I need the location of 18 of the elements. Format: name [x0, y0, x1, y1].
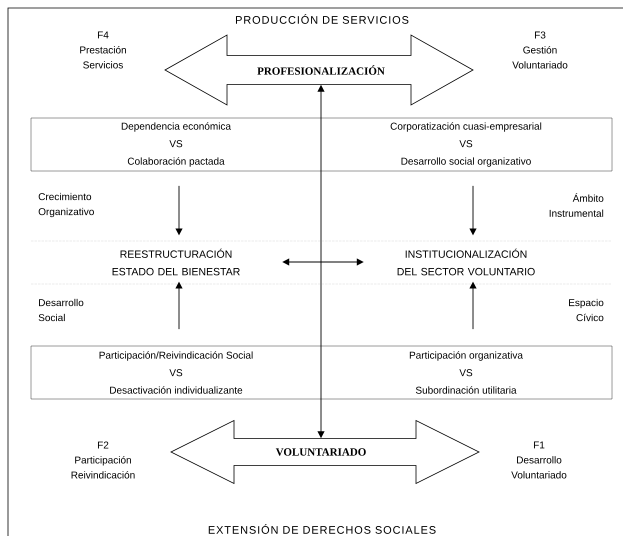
process-label: REESTRUCTURACIÓN ESTADO DEL BIENESTAR [112, 248, 240, 276]
comparison-box [30, 346, 612, 400]
side-label: Espacio Cívico [569, 298, 604, 322]
comparison-text: Participación organizativa VS Subordinación utilitaria [410, 351, 523, 394]
comparison-box [30, 118, 612, 172]
side-label: Ámbito Instrumental [550, 193, 604, 217]
heading: PRODUCCIÓN DE SERVICIOS [236, 14, 408, 24]
comparison-text: Dependencia económica VS Colaboración pactada [122, 122, 232, 167]
comparison-text: Participación/Reivindicación Social VS Desactivación individualizante [100, 351, 253, 394]
side-label: Crecimiento Organizativo [38, 192, 94, 218]
factor-label: F2 Participación Reivindicación [72, 441, 135, 479]
process-label: INSTITUCIONALIZACIÓN DEL SECTOR VOLUNTARIO [398, 248, 535, 276]
factor-label: F4 Prestación Servicios [80, 32, 126, 68]
comparison-text: Corporatización cuasi-empresarial VS Desarrollo social organizativo [390, 122, 542, 167]
side-label: Desarrollo Social [38, 298, 84, 322]
factor-label: F1 Desarrollo Voluntariado [511, 442, 566, 478]
factor-label: F3 Gestión Voluntariado [512, 31, 568, 69]
heading: EXTENSIÓN DE DERECHOS SOCIALES [208, 524, 436, 534]
